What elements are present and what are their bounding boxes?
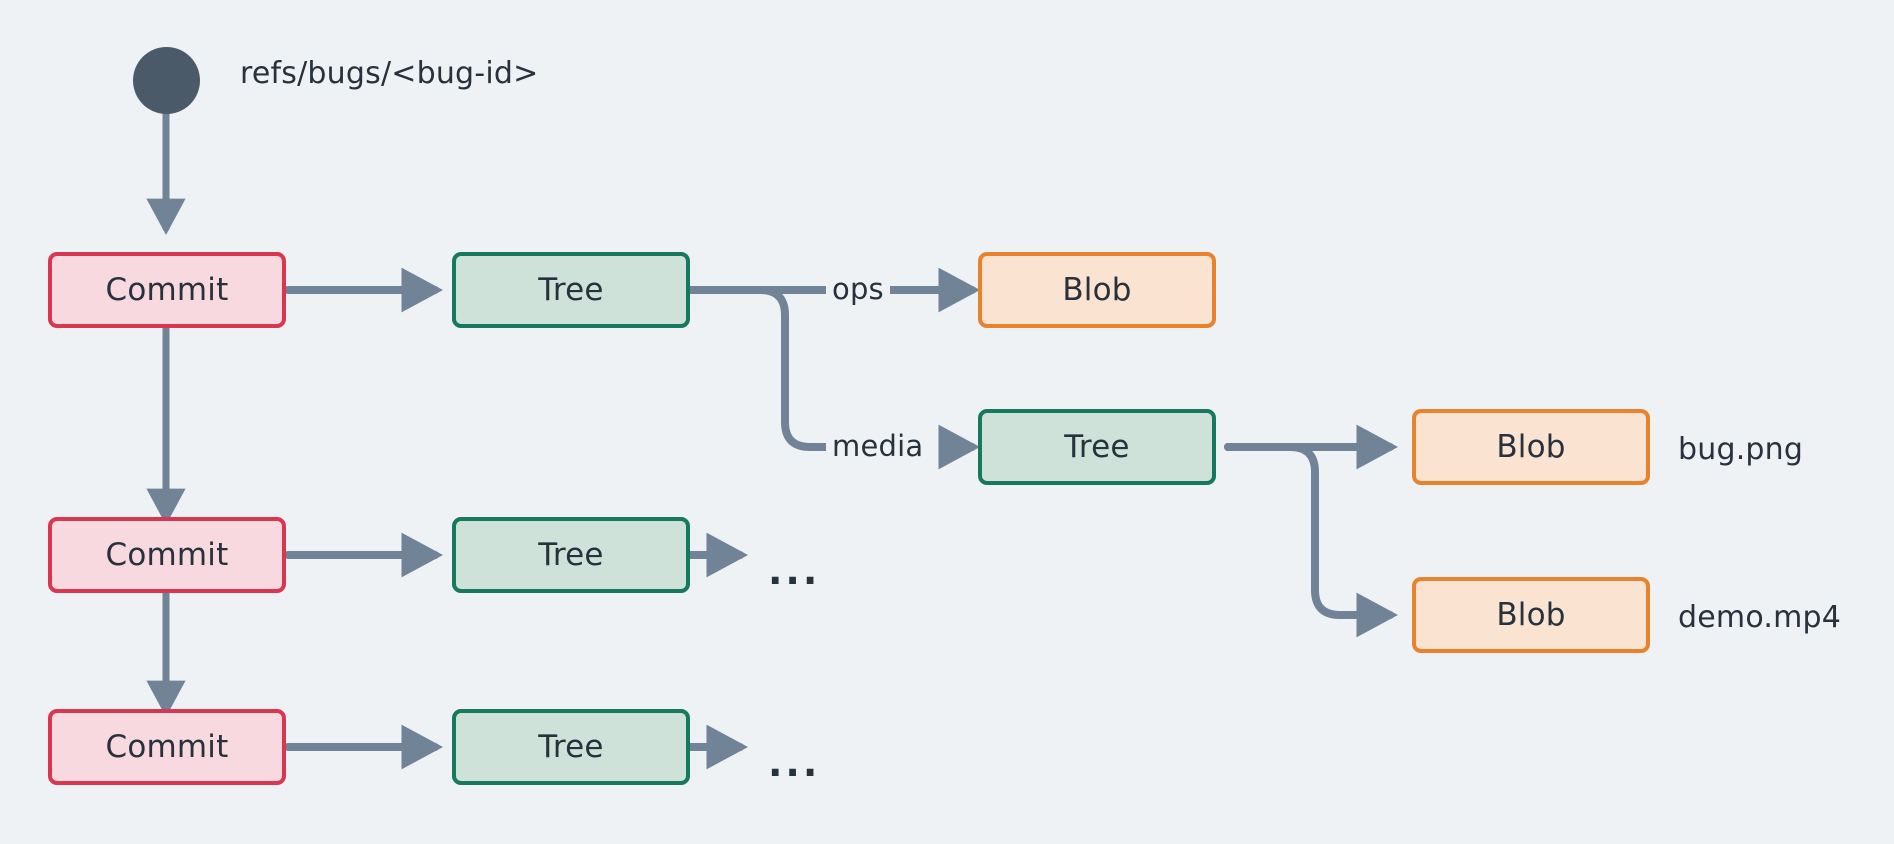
node-label: Blob xyxy=(1062,272,1132,308)
node-label: Commit xyxy=(105,537,229,573)
edge-tree4-to-blob3 xyxy=(1224,443,1399,638)
edge-label-media: media xyxy=(826,429,930,463)
node-label: Commit xyxy=(105,729,229,765)
node-label: Blob xyxy=(1496,597,1566,633)
node-label: Tree xyxy=(538,272,604,308)
node-tree-4-media[interactable]: Tree xyxy=(978,409,1216,485)
node-tree-3[interactable]: Tree xyxy=(452,709,690,785)
edge-tree1-media-stem xyxy=(686,286,842,451)
root-ref-label: refs/bugs/<bug-id> xyxy=(240,56,539,91)
node-label: Tree xyxy=(538,537,604,573)
node-blob-1-ops[interactable]: Blob xyxy=(978,252,1216,328)
edge-label-ops: ops xyxy=(826,272,890,306)
node-tree-1[interactable]: Tree xyxy=(452,252,690,328)
node-commit-3[interactable]: Commit xyxy=(48,709,286,785)
node-tree-2[interactable]: Tree xyxy=(452,517,690,593)
node-commit-2[interactable]: Commit xyxy=(48,517,286,593)
node-label: Blob xyxy=(1496,429,1566,465)
node-label: Commit xyxy=(105,272,229,308)
node-blob-3-demomp4[interactable]: Blob xyxy=(1412,577,1650,653)
node-blob-2-bugpng[interactable]: Blob xyxy=(1412,409,1650,485)
ellipsis-row-3: ... xyxy=(768,741,821,785)
node-label: Tree xyxy=(538,729,604,765)
file-label-bug-png: bug.png xyxy=(1678,432,1804,467)
ellipsis-row-2: ... xyxy=(768,549,821,593)
file-label-demo-mp4: demo.mp4 xyxy=(1678,600,1842,635)
root-ref-node[interactable] xyxy=(133,47,200,114)
node-label: Tree xyxy=(1064,429,1130,465)
node-commit-1[interactable]: Commit xyxy=(48,252,286,328)
